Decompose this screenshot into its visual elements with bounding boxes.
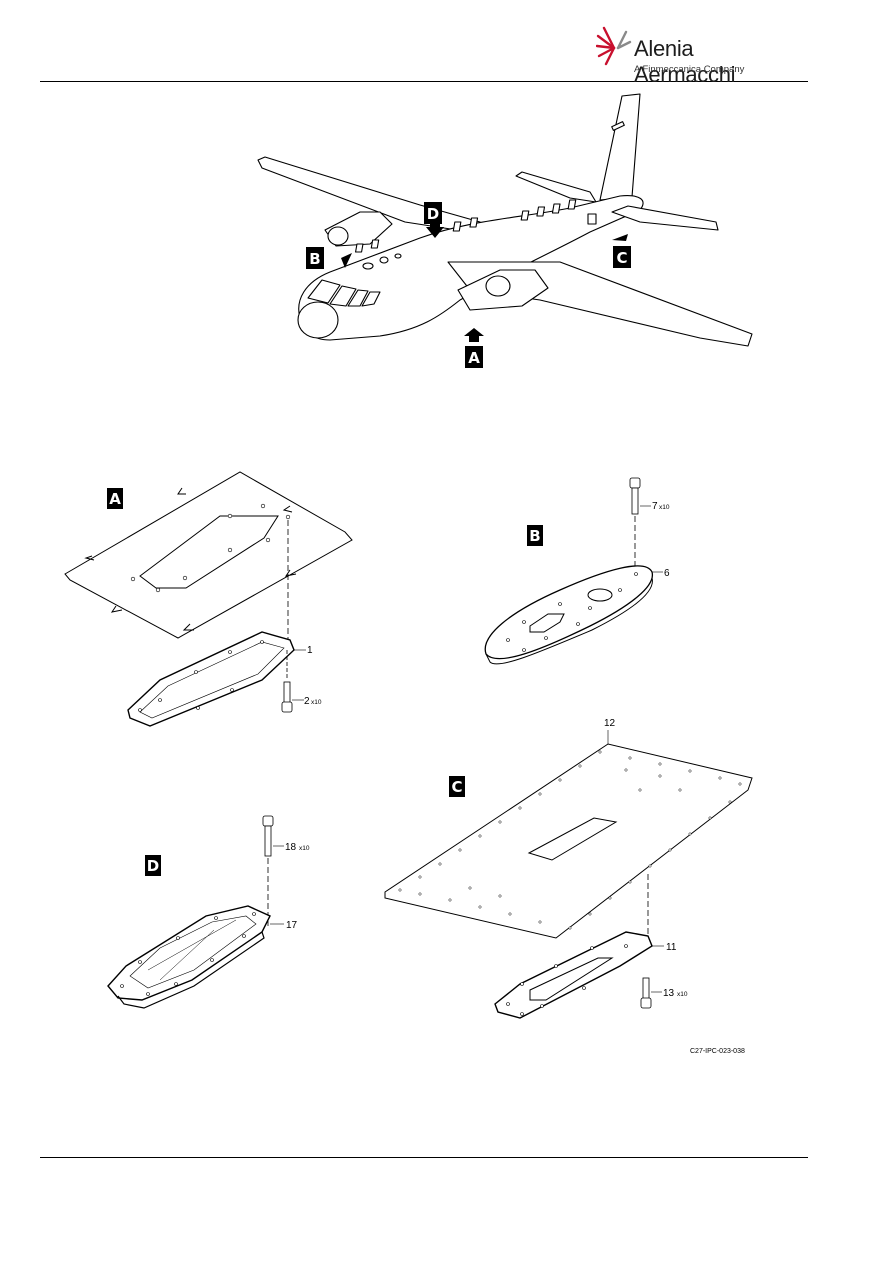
company-name: Alenia Aermacchi: [634, 36, 736, 87]
detail-d-letter: D: [147, 857, 159, 875]
footer-rule: [40, 1157, 808, 1158]
detail-d-screw: [262, 815, 274, 857]
detail-a-letter-box: [107, 488, 123, 509]
detail-c-letter-box: [449, 776, 465, 797]
view-arrow-b: [341, 253, 352, 268]
detail-a-doubler-plate: [64, 471, 353, 639]
callout-item-7: 7: [652, 501, 658, 512]
aircraft-label-a: A: [465, 346, 483, 368]
callout-item-13: 13: [663, 988, 675, 999]
detail-b-letter-box: [527, 525, 543, 546]
svg-text:A: A: [468, 349, 480, 367]
svg-text:D: D: [427, 205, 439, 223]
callout-item-1: 1: [307, 645, 313, 656]
view-arrow-a: [464, 328, 484, 342]
callout-item-11: 11: [666, 942, 677, 953]
detail-d-letter-box: [145, 855, 161, 876]
aircraft-overview: [257, 93, 753, 347]
detail-view-d: D 18 x10 17: [107, 815, 310, 1009]
detail-a-screw: [281, 650, 293, 713]
detail-view-c: C 12 11: [384, 718, 753, 1019]
figure-reference: C27-IPC-023-038: [690, 1048, 745, 1055]
detail-view-b: B 7 x10 6: [484, 477, 670, 665]
callout-item-17: 17: [286, 920, 298, 931]
detail-b-doubler: [484, 565, 653, 660]
aircraft-label-b: B: [306, 247, 324, 269]
aircraft-label-c: C: [613, 246, 631, 268]
view-arrow-d: [426, 223, 444, 238]
callout-item-13-qty: x10: [677, 991, 688, 998]
detail-c-letter: C: [451, 778, 462, 796]
svg-text:C: C: [616, 249, 627, 267]
logo-mark-icon: [595, 26, 632, 66]
detail-a-cover-panel: [127, 631, 295, 727]
header-rule: [40, 81, 808, 82]
callout-item-2: 2: [304, 696, 310, 707]
detail-b-screw: [629, 477, 641, 515]
aircraft-label-d: D: [424, 202, 442, 224]
view-arrow-c: [612, 234, 628, 241]
callout-item-2-qty: x10: [311, 699, 322, 706]
detail-c-rivet-holes: [398, 750, 742, 930]
company-logo: Alenia Aermacchi A Finmeccanica Company: [595, 24, 796, 87]
callout-item-6: 6: [664, 568, 670, 579]
callout-item-12: 12: [604, 718, 616, 729]
detail-a-letter: A: [109, 490, 121, 508]
callout-item-7-qty: x10: [659, 504, 670, 511]
callout-item-18: 18: [285, 842, 297, 853]
svg-text:B: B: [309, 250, 320, 268]
detail-c-screw: [640, 977, 652, 1009]
callout-item-18-qty: x10: [299, 845, 310, 852]
detail-b-letter: B: [529, 527, 540, 545]
company-subtitle: A Finmeccanica Company: [634, 64, 745, 75]
detail-view-a: A 1 2 x10: [64, 471, 353, 727]
